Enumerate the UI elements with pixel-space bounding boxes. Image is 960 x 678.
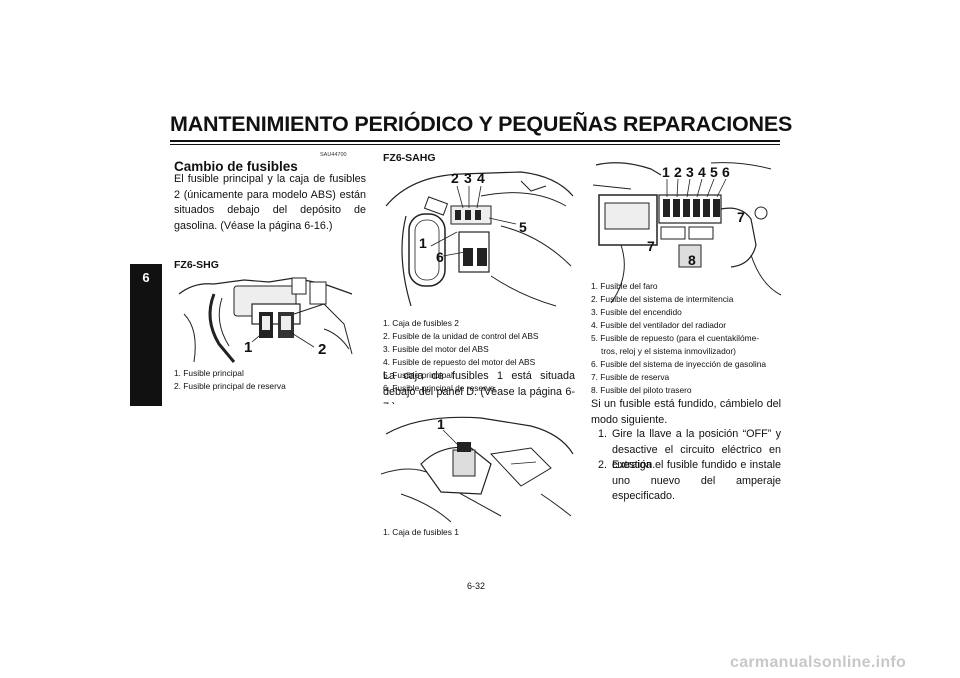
figure-label: 8 [688,252,696,268]
step-number: 2. [598,459,608,471]
section-title: Cambio de fusibles [174,159,298,174]
step-1: 1. Gire la llave a la posición “OFF” y d… [598,427,781,474]
caption-item: 8. Fusible del piloto trasero [591,385,692,395]
figure-label: 4 [698,164,706,180]
fuse-figure-sahg: 2 3 4 1 6 5 [381,166,575,314]
figure-label: 2 [318,341,326,358]
caption-item: 2. Fusible de la unidad de control del A… [383,331,539,341]
header-rule-thin [170,144,780,145]
figure-label: 6 [436,249,444,265]
step-text: Extraiga el fusible fundido e instale un… [612,459,781,502]
fuse-box-1-figure: 1 [381,404,575,522]
figure-label: 7 [737,209,745,225]
fuse-box-1-detail-figure: 1 2 3 4 5 6 7 7 8 [591,155,783,305]
intro-paragraph: El fusible principal y la caja de fusibl… [174,173,366,232]
caption-item: 1. Caja de fusibles 2 [383,318,459,328]
caption-item: 5. Fusible de repuesto (para el cuentaki… [591,333,760,343]
chapter-tab: 6 [130,264,162,406]
caption-item: 6. Fusible del sistema de inyección de g… [591,359,767,369]
figure-label: 5 [519,219,527,235]
figure-label: 3 [464,170,472,186]
header-rule [170,140,780,142]
model-heading-sahg: FZ6-SAHG [383,152,436,164]
caption-list-fuses: 1. Fusible del faro 2. Fusible del siste… [591,280,766,397]
caption-list-sahg: 1. Caja de fusibles 2 2. Fusible de la u… [383,317,539,395]
caption-item: 1. Fusible del faro [591,281,658,291]
figure-label: 1 [662,164,670,180]
figure-label: 4 [477,170,485,186]
replace-paragraph: Si un fusible está fundido, cámbielo del… [591,398,781,426]
step-number: 1. [598,428,608,440]
caption-list-shg: 1. Fusible principal 2. Fusible principa… [174,367,286,393]
caption-item: 1. Caja de fusibles 1 [383,527,459,537]
fuse-figure-shg: 1 2 [174,274,364,364]
caption-item: 1. Fusible principal [174,368,244,378]
page-title: MANTENIMIENTO PERIÓDICO Y PEQUEÑAS REPAR… [170,112,793,136]
caption-list-fuse-box-1: 1. Caja de fusibles 1 [383,526,459,539]
caption-item: 3. Fusible del encendido [591,307,682,317]
figure-label: 6 [722,164,730,180]
figure-label: 5 [710,164,718,180]
caption-item: 3. Fusible del motor del ABS [383,344,489,354]
caption-item: 2. Fusible principal de reserva [174,381,286,391]
model-heading-shg: FZ6-SHG [174,259,219,271]
figure-label: 1 [244,339,252,356]
figure-label: 2 [451,170,459,186]
page-number: 6-32 [467,581,486,591]
figure-label: 1 [437,416,445,432]
watermark: carmanualsonline.info [730,654,907,671]
figure-label: 2 [674,164,682,180]
step-2: 2. Extraiga el fusible fundido e instale… [598,458,781,505]
figure-label: 1 [419,235,427,251]
figure-label: 3 [686,164,694,180]
caption-item: 5. Fusible principal [383,370,453,380]
caption-item: 6. Fusible principal de reserva [383,383,495,393]
caption-item: tros, reloj y el sistema inmovilizador) [601,346,736,356]
caption-item: 7. Fusible de reserva [591,372,670,382]
caption-item: 4. Fusible de repuesto del motor del ABS [383,357,536,367]
step-text: Gire la llave a la posición “OFF” y desa… [612,428,781,471]
figure-label: 7 [647,238,655,254]
section-code: SAU44700 [320,152,347,158]
caption-item: 2. Fusible del sistema de intermitencia [591,294,734,304]
caption-item: 4. Fusible del ventilador del radiador [591,320,727,330]
